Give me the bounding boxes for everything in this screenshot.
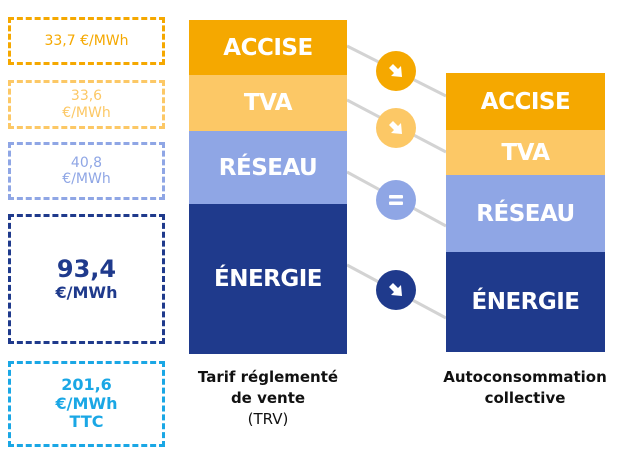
tva-value-box: 33,6 €/MWh <box>8 80 165 129</box>
arrow-down-right-icon <box>389 64 402 77</box>
acc-caption-line2: collective <box>484 389 566 407</box>
trv-stacked-bar: ACCISE TVA RÉSEAU ÉNERGIE <box>189 20 347 354</box>
trv-segment-reseau: RÉSEAU <box>189 131 347 204</box>
energie-value: 93,4 <box>56 255 117 283</box>
accise-value-box: 33,7 €/MWh <box>8 17 165 65</box>
energie-value-box: 93,4 €/MWh <box>8 214 165 344</box>
trv-segment-energie: ÉNERGIE <box>189 204 347 354</box>
trv-segment-accise: ACCISE <box>189 20 347 75</box>
trv-segment-tva: TVA <box>189 75 347 131</box>
reseau-unit: €/MWh <box>62 171 111 187</box>
arrow-down-right-icon <box>389 121 402 134</box>
total-value-box: 201,6 €/MWh TTC <box>8 361 165 447</box>
energie-decrease-badge <box>376 270 416 310</box>
acc-caption-line1: Autoconsommation <box>443 368 607 386</box>
accise-unit: €/MWh <box>80 32 129 49</box>
acc-segment-accise: ACCISE <box>446 73 605 130</box>
reseau-value-box: 40,8 €/MWh <box>8 142 165 200</box>
trv-caption-line2: de vente <box>230 389 306 407</box>
reseau-value: 40,8 <box>70 154 103 171</box>
accise-decrease-badge <box>376 51 416 91</box>
equals-icon <box>389 195 403 205</box>
trv-caption-line1: Tarif réglementé <box>197 368 339 386</box>
total-suffix: TTC <box>69 412 104 432</box>
acc-segment-tva: TVA <box>446 130 605 175</box>
acc-segment-reseau: RÉSEAU <box>446 175 605 252</box>
trv-caption-line3: (TRV) <box>247 410 289 428</box>
accise-value: 33,7 <box>44 32 76 49</box>
tva-decrease-badge <box>376 108 416 148</box>
autoconsommation-stacked-bar: ACCISE TVA RÉSEAU ÉNERGIE <box>446 73 605 352</box>
total-value: 201,6 <box>61 375 112 395</box>
tva-unit: €/MWh <box>62 104 111 121</box>
trv-caption: Tarif réglementé de vente (TRV) <box>178 367 358 430</box>
reseau-equal-badge <box>376 180 416 220</box>
acc-segment-energie: ÉNERGIE <box>446 252 605 352</box>
energie-unit: €/MWh <box>55 282 118 302</box>
arrow-down-right-icon <box>389 283 402 296</box>
autoconsommation-caption: Autoconsommation collective <box>425 367 618 409</box>
total-unit: €/MWh <box>55 393 118 413</box>
tva-value: 33,6 <box>70 88 103 105</box>
